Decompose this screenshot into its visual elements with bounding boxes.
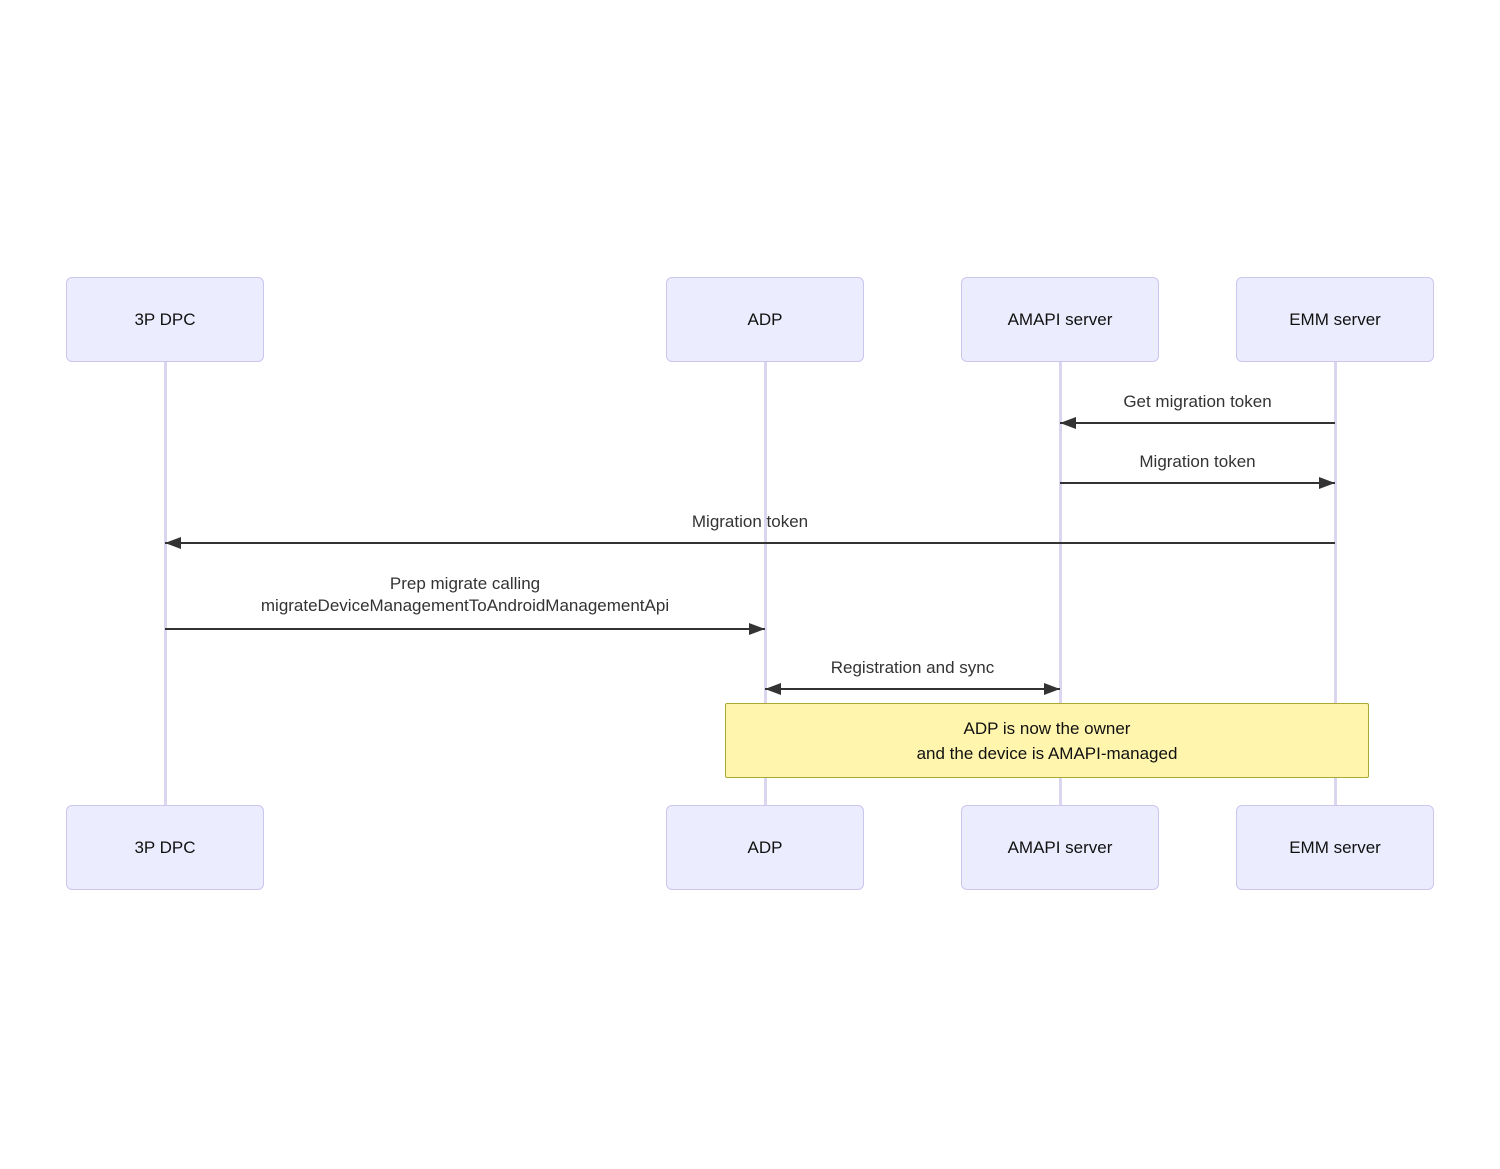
message-line (165, 628, 765, 630)
message-label-line-1: Prep migrate calling (389, 574, 541, 593)
arrowhead-right-icon (1044, 683, 1060, 695)
message-line (1060, 422, 1335, 424)
actor-box-amapi-server-bottom: AMAPI server (961, 805, 1159, 890)
actor-label-emm-server: EMM server (1289, 309, 1381, 329)
actor-label-3p-dpc: 3P DPC (134, 837, 196, 857)
message-label: Prep migrate calling migrateDeviceManage… (165, 573, 765, 617)
message-line (165, 542, 1335, 544)
message-label: Get migration token (1123, 392, 1272, 411)
actor-label-adp: ADP (747, 309, 783, 329)
actor-label-amapi-server: AMAPI server (1007, 837, 1113, 857)
actor-label-3p-dpc: 3P DPC (134, 309, 196, 329)
arrowhead-left-icon (1060, 417, 1076, 429)
actor-label-emm-server: EMM server (1289, 837, 1381, 857)
note-text-line-1: ADP is now the owner (963, 718, 1131, 738)
actor-box-emm-server-bottom: EMM server (1236, 805, 1434, 890)
message-line (765, 688, 1060, 690)
actor-label-adp: ADP (747, 837, 783, 857)
lifeline-emm-server (1333, 362, 1337, 805)
arrowhead-right-icon (749, 623, 765, 635)
arrowhead-left-icon (165, 537, 181, 549)
actor-box-emm-server-top: EMM server (1236, 277, 1434, 362)
note-text-line-2: and the device is AMAPI-managed (916, 743, 1178, 763)
actor-box-3p-dpc-top: 3P DPC (66, 277, 264, 362)
arrowhead-right-icon (1319, 477, 1335, 489)
lifeline-adp (763, 362, 767, 805)
actor-label-amapi-server: AMAPI server (1007, 309, 1113, 329)
lifeline-3p-dpc (163, 362, 167, 805)
message-label-line-2: migrateDeviceManagementToAndroidManageme… (260, 596, 670, 615)
message-label: Migration token (691, 512, 809, 531)
actor-box-3p-dpc-bottom: 3P DPC (66, 805, 264, 890)
note-box: ADP is now the owner and the device is A… (725, 703, 1369, 778)
message-label: Registration and sync (830, 658, 995, 677)
arrowhead-left-icon (765, 683, 781, 695)
message-label: Migration token (1139, 452, 1256, 471)
message-line (1060, 482, 1335, 484)
lifeline-amapi-server (1058, 362, 1062, 805)
actor-box-amapi-server-top: AMAPI server (961, 277, 1159, 362)
actor-box-adp-top: ADP (666, 277, 864, 362)
actor-box-adp-bottom: ADP (666, 805, 864, 890)
